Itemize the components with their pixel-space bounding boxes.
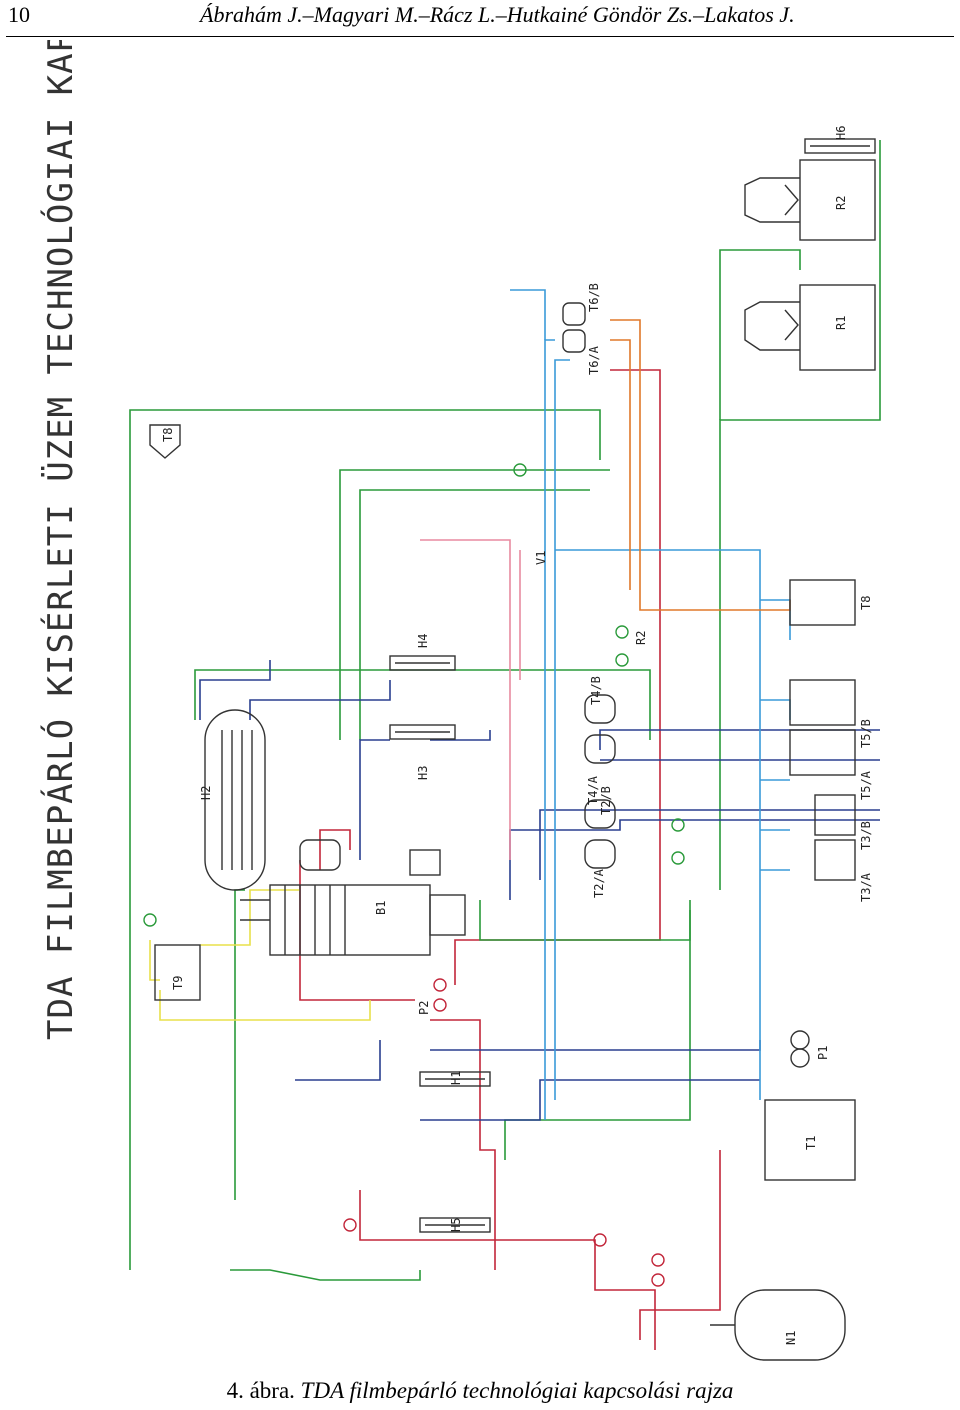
label-h1: H1	[449, 1071, 463, 1085]
receiver-t4a	[584, 734, 616, 764]
label-t5b: T5/B	[859, 719, 873, 748]
piping-vacuum	[510, 289, 791, 1120]
vessel-t9	[154, 944, 201, 1001]
label-r2-instrument: R2	[634, 631, 648, 645]
label-p2: P2	[417, 1001, 431, 1015]
instrument-bubbles	[143, 463, 685, 927]
piping-heating	[610, 319, 791, 611]
label-t4b: T4/B	[589, 676, 603, 705]
label-h2: H2	[199, 786, 213, 800]
receiver-t2b	[584, 799, 616, 829]
heat-exchanger-h6	[804, 138, 876, 154]
reactor-r1	[744, 284, 876, 371]
figure-caption: 4. ábra. TDA filmbepárló technológiai ka…	[0, 1378, 960, 1404]
label-p1: P1	[816, 1046, 830, 1060]
tank-t5a	[789, 729, 856, 776]
label-t2a: T2/A	[592, 868, 606, 898]
instrument-bubbles-red	[343, 978, 665, 1287]
piping-vent	[420, 539, 521, 860]
label-t8-tank: T8	[859, 596, 873, 610]
reactor-r2	[744, 159, 876, 241]
trap-t6b	[562, 302, 586, 326]
label-b1: B1	[374, 901, 388, 915]
tank-t1	[764, 1099, 856, 1181]
label-t3a: T3/A	[859, 872, 873, 902]
film-evaporator-b1	[240, 839, 466, 956]
caption-number: 4. ábra.	[226, 1378, 295, 1403]
label-t1: T1	[804, 1136, 818, 1150]
piping-auxiliary	[149, 889, 371, 1021]
label-t9: T9	[171, 976, 185, 990]
label-v1: V1	[534, 551, 548, 565]
heat-exchanger-h3	[389, 724, 456, 740]
label-t3b: T3/B	[859, 821, 873, 850]
caption-text: TDA filmbepárló technológiai kapcsolási …	[300, 1378, 734, 1403]
label-h6: H6	[834, 126, 848, 140]
label-h4: H4	[416, 634, 430, 648]
label-t4a: T4/A	[586, 775, 600, 805]
page-number: 10	[8, 2, 30, 27]
running-header-authors: Ábrahám J.–Magyari M.–Rácz L.–Hutkainé G…	[200, 2, 795, 27]
heat-exchanger-h4	[389, 655, 456, 671]
label-t6a: T6/A	[587, 345, 601, 375]
label-t5a: T5/A	[859, 770, 873, 800]
receiver-t2a	[584, 839, 616, 869]
label-t6b: T6/B	[587, 283, 601, 312]
label-r1: R1	[834, 316, 848, 330]
heat-exchanger-h5	[419, 1217, 491, 1233]
nitrogen-cylinder	[710, 1289, 846, 1361]
diagram-title: TDA FILMBEPÁRLÓ KISÉRLETI ÜZEM TECHNOLÓG…	[40, 40, 81, 1040]
piping-cooling	[129, 140, 881, 1281]
heat-exchanger-h1	[419, 1071, 491, 1087]
header-divider	[6, 36, 954, 37]
tank-t8	[789, 579, 856, 626]
tank-t3b	[814, 794, 856, 836]
tank-t5b	[789, 679, 856, 726]
label-n1: N1	[784, 1331, 798, 1345]
tank-t3a	[814, 839, 856, 881]
label-r2: R2	[834, 196, 848, 210]
pump-p1	[790, 1030, 810, 1068]
condenser-h2	[204, 709, 266, 891]
vessel-t8-top	[149, 424, 181, 459]
pid-diagram: TDA FILMBEPÁRLÓ KISÉRLETI ÜZEM TECHNOLÓG…	[40, 40, 881, 1361]
label-t8-top: T8	[161, 428, 175, 442]
receiver-t4b	[584, 694, 616, 724]
trap-t6a	[562, 329, 586, 353]
label-h3: H3	[416, 766, 430, 780]
label-t2b: T2/B	[599, 786, 613, 815]
piping-product	[199, 660, 880, 1121]
label-h5: H5	[449, 1218, 463, 1232]
